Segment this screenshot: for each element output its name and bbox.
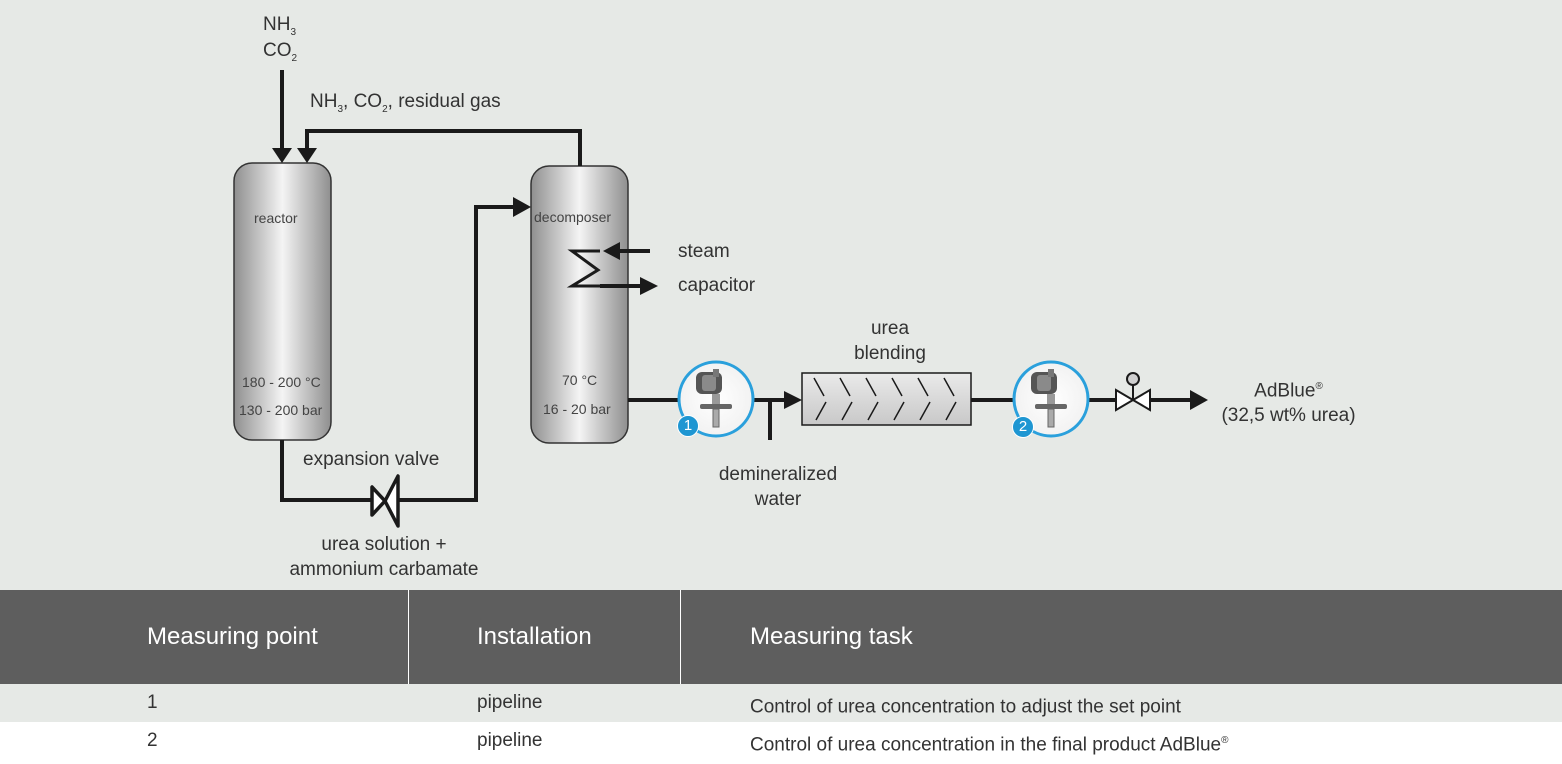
reactor-vessel [233, 162, 332, 441]
column-divider [408, 590, 409, 722]
urea-solution-label: urea solution + ammonium carbamate [289, 534, 479, 580]
expansion-valve-label: expansion valve [303, 449, 440, 470]
reactor-pressure: 130 - 200 bar [239, 402, 323, 418]
header-installation: Installation [477, 623, 592, 650]
header-measuring-task: Measuring task [750, 623, 913, 650]
decomposer-pressure: 16 - 20 bar [543, 401, 611, 417]
measuring-points-table: Measuring point Installation Measuring t… [0, 590, 1562, 760]
steam-label: steam [678, 241, 730, 262]
cell-installation: pipeline [477, 730, 543, 751]
header-measuring-point: Measuring point [147, 623, 318, 650]
measuring-point-2-badge: 2 [1012, 416, 1034, 438]
table-header: Measuring point Installation Measuring t… [0, 590, 1562, 684]
process-lines [280, 70, 1192, 502]
feed-nh3-label: NH3 [263, 14, 297, 38]
cell-installation: pipeline [477, 692, 543, 713]
table-row: 2 pipeline Control of urea concentration… [0, 722, 1562, 760]
diagram-graphics [233, 70, 1208, 528]
reactor-label: reactor [254, 210, 298, 226]
sensor-icon [1012, 360, 1090, 438]
adblue-product-label: AdBlue® (32,5 wt% urea) [1221, 380, 1356, 427]
table-row: 1 pipeline Control of urea concentration… [0, 684, 1562, 722]
decomposer-label: decomposer [534, 209, 612, 225]
cell-point: 1 [147, 692, 158, 713]
demineralized-water-label: demineralized water [718, 464, 838, 510]
cell-task: Control of urea concentration to adjust … [750, 696, 1181, 718]
urea-blending-unit [801, 372, 972, 426]
urea-blending-label: urea blending [854, 318, 926, 364]
cell-point: 2 [147, 730, 158, 751]
process-diagram: NH3 CO2 NH3, CO2, residual gas reactor 1… [0, 0, 1562, 590]
cell-task: Control of urea concentration in the fin… [750, 734, 1229, 756]
capacitor-label: capacitor [678, 275, 756, 296]
sensor-icon [677, 360, 755, 438]
arrowheads [272, 148, 1208, 410]
decomposer-temperature: 70 °C [562, 372, 598, 388]
recycle-gas-label: NH3, CO2, residual gas [310, 91, 501, 115]
column-divider [680, 590, 681, 722]
feed-co2-label: CO2 [263, 40, 298, 64]
measuring-point-1-badge: 1 [677, 415, 699, 437]
valve-icon [1115, 372, 1151, 412]
valve-icon [370, 474, 400, 528]
heat-exchanger-icon [566, 249, 601, 288]
reactor-temperature: 180 - 200 °C [242, 374, 321, 390]
